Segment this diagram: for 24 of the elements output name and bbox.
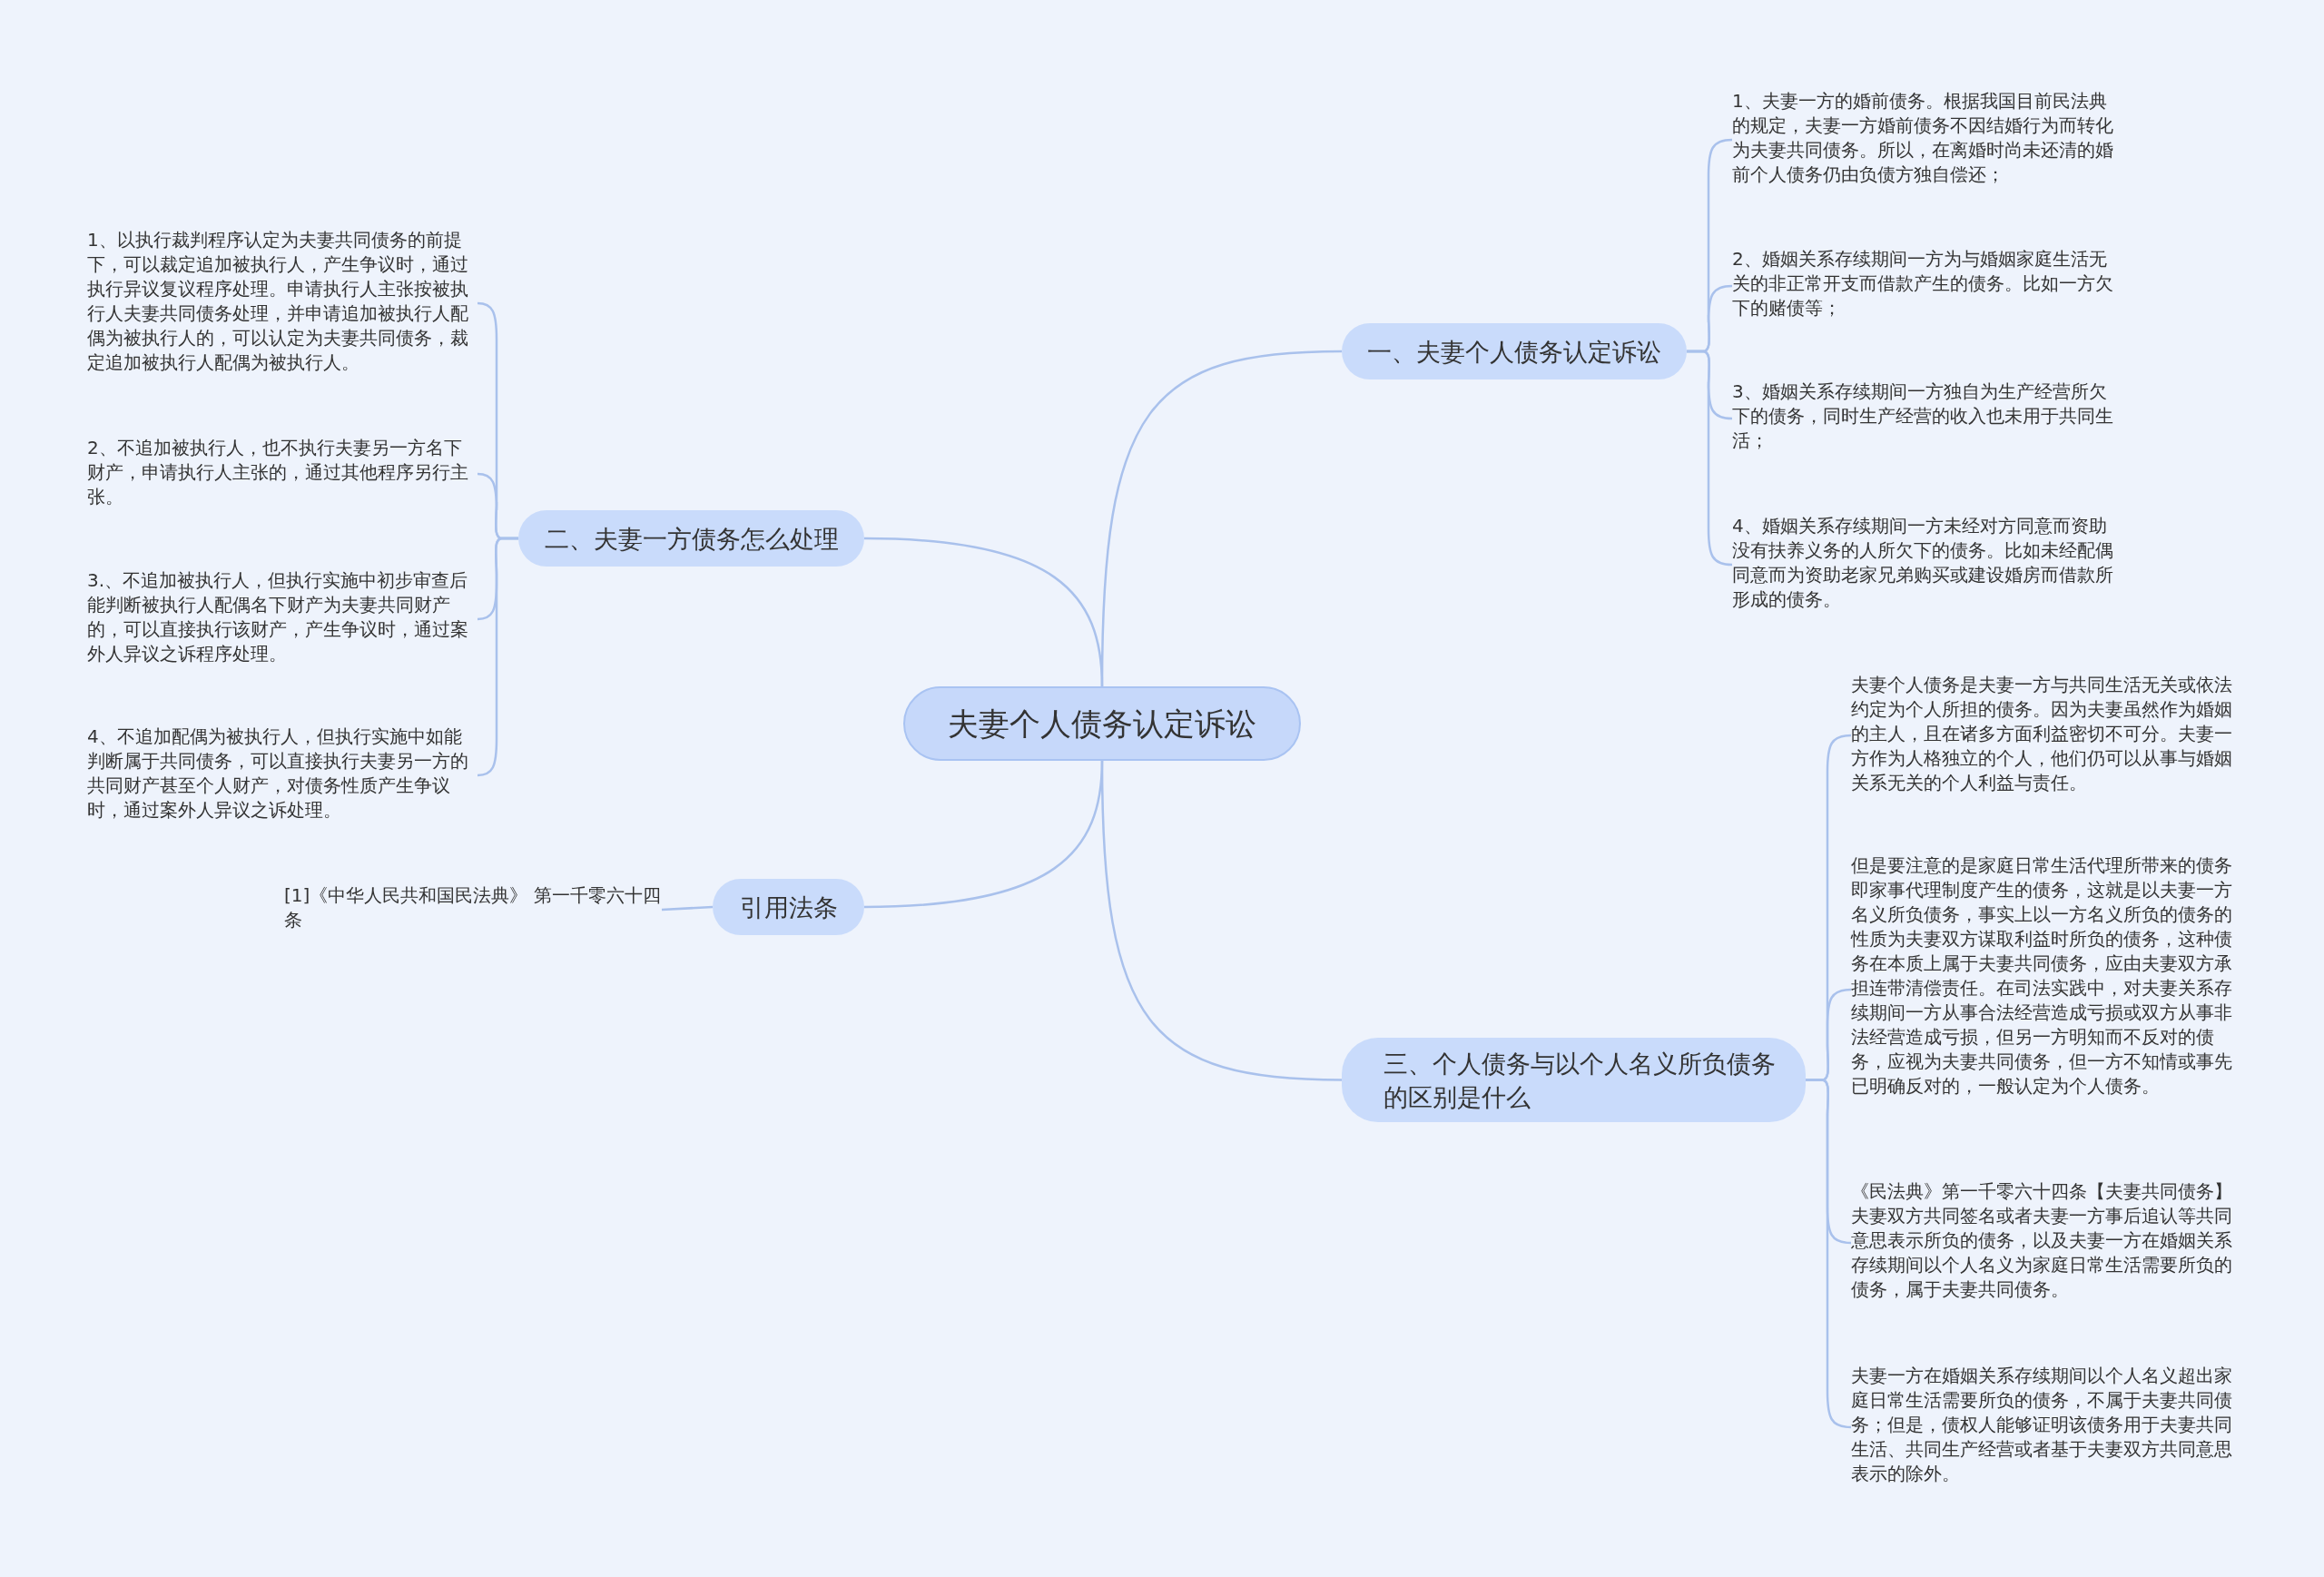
connector-line xyxy=(1806,1079,1852,1429)
note-text: 3、婚姻关系存续期间一方独自为生产经营所欠下的债务，同时生产经营的收入也未用于共同生活； xyxy=(1732,379,2122,458)
note-text: 3.、不追加被执行人，但执行实施中初步审查后能判断被执行人配偶名下财产为夫妻共同财产的，可以直接执行该财产，产生争议时，通过案外人异议之诉程序处理。 xyxy=(87,568,478,670)
topic-box: 二、夫妻一方债务怎么处理 xyxy=(518,510,864,567)
note-text: 4、不追加配偶为被执行人，但执行实施中如能判断属于共同债务，可以直接执行夫妻另一方的共同财产甚至个人财产，对债务性质产生争议时，通过案外人异议之诉处理。 xyxy=(87,724,478,826)
topic-box: 引用法条 xyxy=(713,879,864,935)
note-text: 夫妻个人债务是夫妻一方与共同生活无关或依法约定为个人所担的债务。因为夫妻虽然作为婚姻的主人，且在诸多方面利益密切不可分。夫妻一方作为人格独立的个人，他们仍可以从事与婚姻关系无关的个人利益与责任。 xyxy=(1851,673,2243,798)
note-text: 4、婚姻关系存续期间一方未经对方同意而资助没有扶养义务的人所欠下的债务。比如未经配偶同意而为资助老家兄弟购买或建设婚房而借款所形成的债务。 xyxy=(1732,514,2122,616)
note-text: 2、不追加被执行人，也不执行夫妻另一方名下财产，申请执行人主张的，通过其他程序另行主张。 xyxy=(87,436,478,512)
note-text: [1]《中华人民共和国民法典》 第一千零六十四条 xyxy=(284,883,662,936)
note-text: 1、以执行裁判程序认定为夫妻共同债务的前提下，可以裁定追加被执行人，产生争议时，通过执行异议复议程序处理。申请执行人主张按被执行人夫妻共同债务处理，并申请追加被执行人配偶为被执行人的，可以认定为夫妻共同债务，裁定追加被执行人配偶为被执行人。 xyxy=(87,228,478,379)
note-text: 1、夫妻一方的婚前债务。根据我国目前民法典的规定，夫妻一方婚前债务不因结婚行为而转化为夫妻共同债务。所以，在离婚时尚未还清的婚前个人债务仍由负债方独自偿还； xyxy=(1732,89,2122,191)
note-text: 2、婚姻关系存续期间一方为与婚姻家庭生活无关的非正常开支而借款产生的债务。比如一方欠下的赌债等； xyxy=(1732,247,2122,325)
topic-box: 三、个人债务与以个人名义所负债务的区别是什么 xyxy=(1342,1038,1806,1122)
note-text: 《民法典》第一千零六十四条【夫妻共同债务】夫妻双方共同签名或者夫妻一方事后追认等共同意思表示所负的债务，以及夫妻一方在婚姻关系存续期间以个人名义为家庭日常生活需要所负的债务，属于夫妻共同债务。 xyxy=(1851,1179,2243,1306)
topic-box: 一、夫妻个人债务认定诉讼 xyxy=(1342,323,1687,379)
central-topic: 夫妻个人债务认定诉讼 xyxy=(903,686,1301,761)
connector-line xyxy=(661,905,714,912)
connector-line xyxy=(1687,350,1733,567)
connector-line xyxy=(1100,760,1343,1081)
note-text: 夫妻一方在婚姻关系存续期间以个人名义超出家庭日常生活需要所负的债务，不属于夫妻共同债务；但是，债权人能够证明该债务用于夫妻共同生活、共同生产经营或者基于夫妻双方共同意思表示的除外。 xyxy=(1851,1364,2243,1491)
connector-line xyxy=(477,537,518,777)
connector-line xyxy=(863,537,1104,687)
note-text: 但是要注意的是家庭日常生活代理所带来的债务即家事代理制度产生的债务，这就是以夫妻一方名义所负债务，事实上以一方名义所负的债务的性质为夫妻双方谋取利益时所负的债务，这种债务在本质上属于夫妻共同债务，应由夫妻双方承担连带清偿责任。在司法实践中，对夫妻关系存续期间一方从事合法经营造成亏损或双方从事非法经营造成亏损，但另一方明知而不反对的债务，应视为夫妻共同债务，但一方不知情或事先已明确反对的，一般认定为个人债务。 xyxy=(1851,853,2243,1126)
